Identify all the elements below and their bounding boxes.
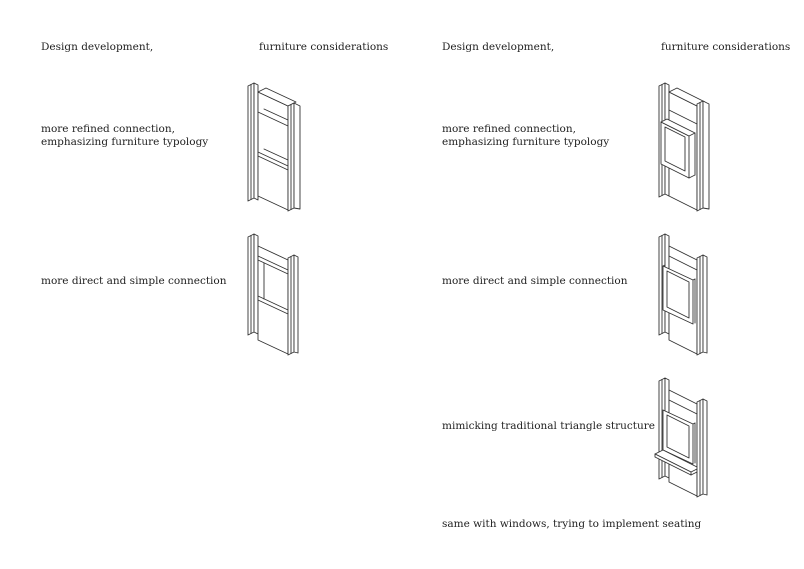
left-label-direct: more direct and simple connection xyxy=(41,275,227,287)
right-label-seating: same with windows, trying to implement s… xyxy=(442,518,702,530)
furniture-frame-direct-drawing xyxy=(244,232,308,360)
right-label-refined-1: more refined connection, xyxy=(442,123,576,135)
left-subtitle: furniture considerations xyxy=(259,41,389,53)
left-label-refined-1: more refined connection, xyxy=(41,123,175,135)
right-label-refined-2: emphasizing furniture typology xyxy=(442,136,610,148)
right-title: Design development, xyxy=(442,41,555,53)
window-seat-frame-drawing xyxy=(653,376,719,500)
right-subtitle: furniture considerations xyxy=(661,41,791,53)
window-frame-refined-drawing xyxy=(655,82,719,214)
left-label-refined-2: emphasizing furniture typology xyxy=(41,136,209,148)
window-frame-direct-drawing xyxy=(655,232,719,360)
left-title: Design development, xyxy=(41,41,154,53)
right-label-direct: more direct and simple connection xyxy=(442,275,628,287)
right-label-triangle: mimicking traditional triangle structure xyxy=(442,420,655,432)
furniture-frame-refined-drawing xyxy=(244,82,308,214)
